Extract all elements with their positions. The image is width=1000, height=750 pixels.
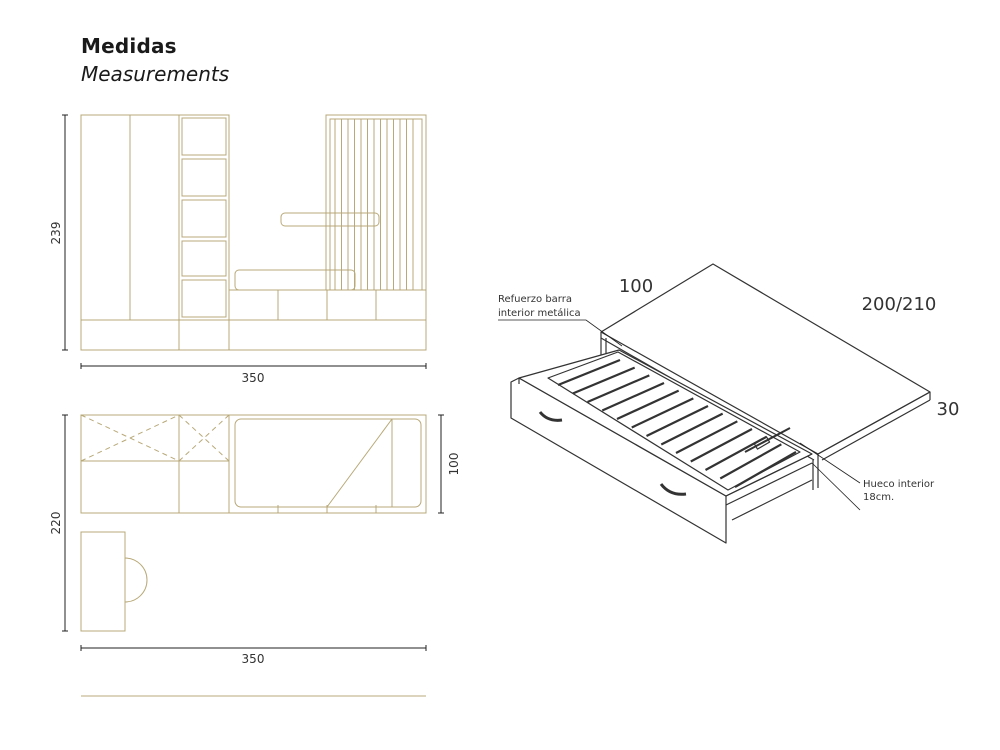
trundle-slat xyxy=(557,358,621,387)
slatted-panel-inner xyxy=(329,118,423,291)
shelf-cubby xyxy=(181,117,227,156)
trundle-slat xyxy=(675,420,738,454)
door-swing-mark xyxy=(80,414,180,462)
elevation-width-label: 350 xyxy=(242,371,265,385)
plan-desk xyxy=(80,531,126,632)
hollow-note-2: 18cm. xyxy=(863,492,894,503)
shelf-column xyxy=(178,114,230,351)
bed-top-edge xyxy=(817,391,931,455)
door-swing-mark xyxy=(178,414,230,462)
plan-outline xyxy=(80,414,427,514)
hollow-note-1: Hueco interior xyxy=(863,479,935,490)
page-title: Medidas xyxy=(81,34,177,58)
mattress xyxy=(234,269,356,291)
shelf-cubby xyxy=(181,240,227,277)
drawer-handle xyxy=(659,483,687,496)
trundle-slat xyxy=(572,366,636,395)
plan-bed xyxy=(234,418,422,508)
hollow-leader xyxy=(811,462,861,511)
tray-rail xyxy=(731,479,813,521)
front-elevation xyxy=(80,114,427,351)
plan-chair xyxy=(124,557,148,603)
plan-depth-label: 220 xyxy=(49,512,63,535)
bed-length-label: 200/210 xyxy=(862,294,937,315)
plan-bed-depth-label: 100 xyxy=(447,453,461,476)
slats xyxy=(334,119,414,290)
trundle-slat xyxy=(734,451,797,488)
trundle-slat xyxy=(690,428,753,463)
plan-view xyxy=(80,414,427,632)
shelf-cubby xyxy=(181,279,227,318)
trundle-bed xyxy=(510,263,931,544)
trundle-slat xyxy=(601,381,665,412)
trundle-slat xyxy=(616,389,680,420)
slat-frame xyxy=(547,351,801,491)
plan-dimensions xyxy=(62,414,444,651)
reinforcement-bar-line xyxy=(744,427,791,453)
shelf-cubby xyxy=(181,199,227,238)
trundle-slat xyxy=(719,443,782,480)
reinforcement-note-2: interior metálica xyxy=(498,307,581,319)
drawer-handle xyxy=(538,411,563,422)
bed-width-label: 100 xyxy=(619,276,653,297)
hollow-leader xyxy=(799,442,861,484)
trundle-slat xyxy=(660,412,724,446)
tray-edge xyxy=(725,462,813,506)
elevation-dimensions xyxy=(62,114,427,369)
bed-side-bottom xyxy=(821,399,931,461)
bed-height-label: 30 xyxy=(937,399,960,420)
plan-width-label: 350 xyxy=(242,652,265,666)
trundle-slats xyxy=(557,358,797,488)
door-swing-mark xyxy=(178,414,230,462)
drawer-front xyxy=(510,377,727,544)
plan-bed-fold xyxy=(326,418,393,508)
page-subtitle: Measurements xyxy=(81,62,230,86)
shelf-cubby xyxy=(181,158,227,197)
trundle-slat xyxy=(646,405,709,437)
trundle-slat xyxy=(631,397,694,429)
reinforcement-note-1: Refuerzo barra xyxy=(498,294,572,305)
elevation-height-label: 239 xyxy=(49,222,63,245)
bed-callouts xyxy=(498,319,861,511)
tray-edge xyxy=(725,453,813,497)
trundle-slat xyxy=(587,374,650,404)
reinforcement-leader xyxy=(498,319,623,347)
